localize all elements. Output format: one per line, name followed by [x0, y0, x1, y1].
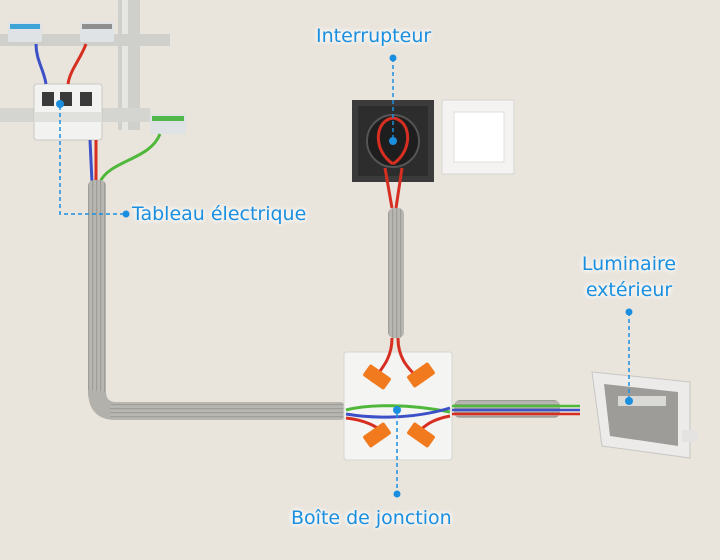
wall-light-icon [591, 371, 698, 459]
label-panel: Tableau électrique [132, 203, 307, 225]
label-switch: Interrupteur [316, 25, 432, 47]
socket-icon [352, 100, 434, 209]
label-light-line1: Luminaire [581, 253, 677, 275]
distribution-board-icon [0, 0, 186, 183]
light-switch-icon [441, 99, 515, 175]
junction-box-icon [343, 337, 453, 461]
conduit [88, 180, 560, 420]
leader-dots [122, 54, 633, 498]
label-junction: Boîte de jonction [291, 507, 452, 529]
label-light-line2: extérieur [585, 279, 673, 301]
wires-to-light [452, 404, 580, 416]
leader-lines [59, 58, 630, 494]
